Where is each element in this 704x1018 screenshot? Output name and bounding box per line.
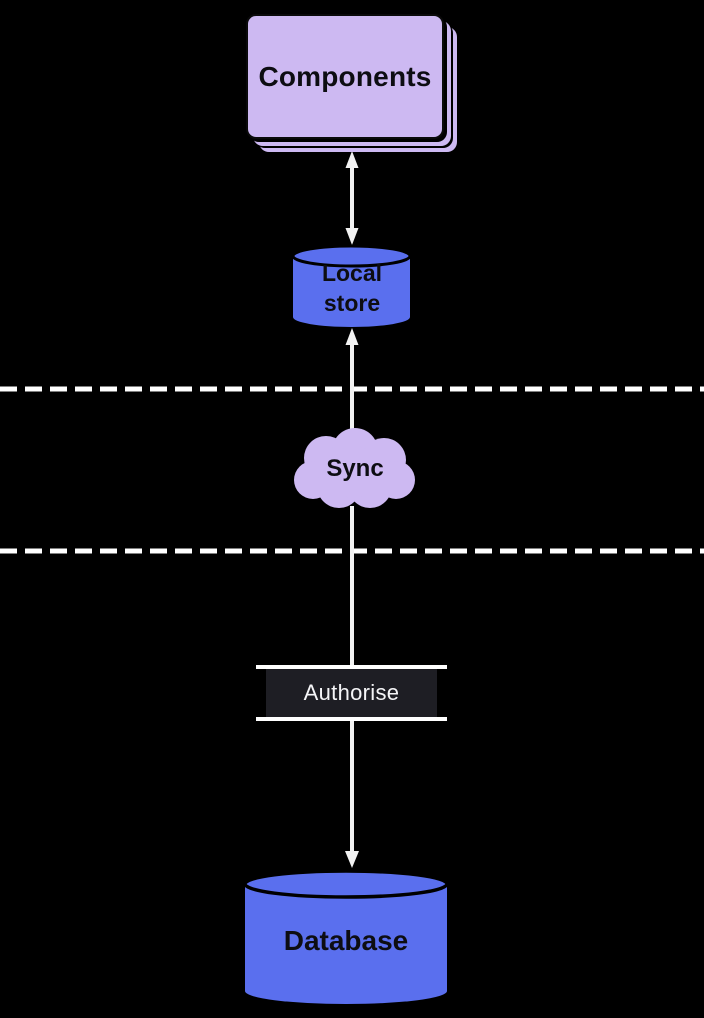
database-label: Database xyxy=(283,925,409,956)
node-local-store-shape xyxy=(291,244,412,327)
node-authorise: Authorise xyxy=(256,665,447,721)
components-label: Components xyxy=(258,60,432,92)
arrow-components-localstore xyxy=(345,151,359,245)
node-components: Components xyxy=(246,14,444,139)
node-sync-shape xyxy=(294,428,415,508)
local-store-label: Local store xyxy=(321,260,383,316)
authorise-box: Authorise xyxy=(266,669,437,717)
arrow-authorise-database xyxy=(345,719,359,868)
authorise-top-bar xyxy=(256,665,447,669)
node-database-shape xyxy=(243,869,449,1004)
authorise-label: Authorise xyxy=(303,680,400,705)
sync-label: Sync xyxy=(326,455,384,482)
authorise-bottom-bar xyxy=(256,717,447,721)
arrow-sync-localstore xyxy=(345,328,359,430)
